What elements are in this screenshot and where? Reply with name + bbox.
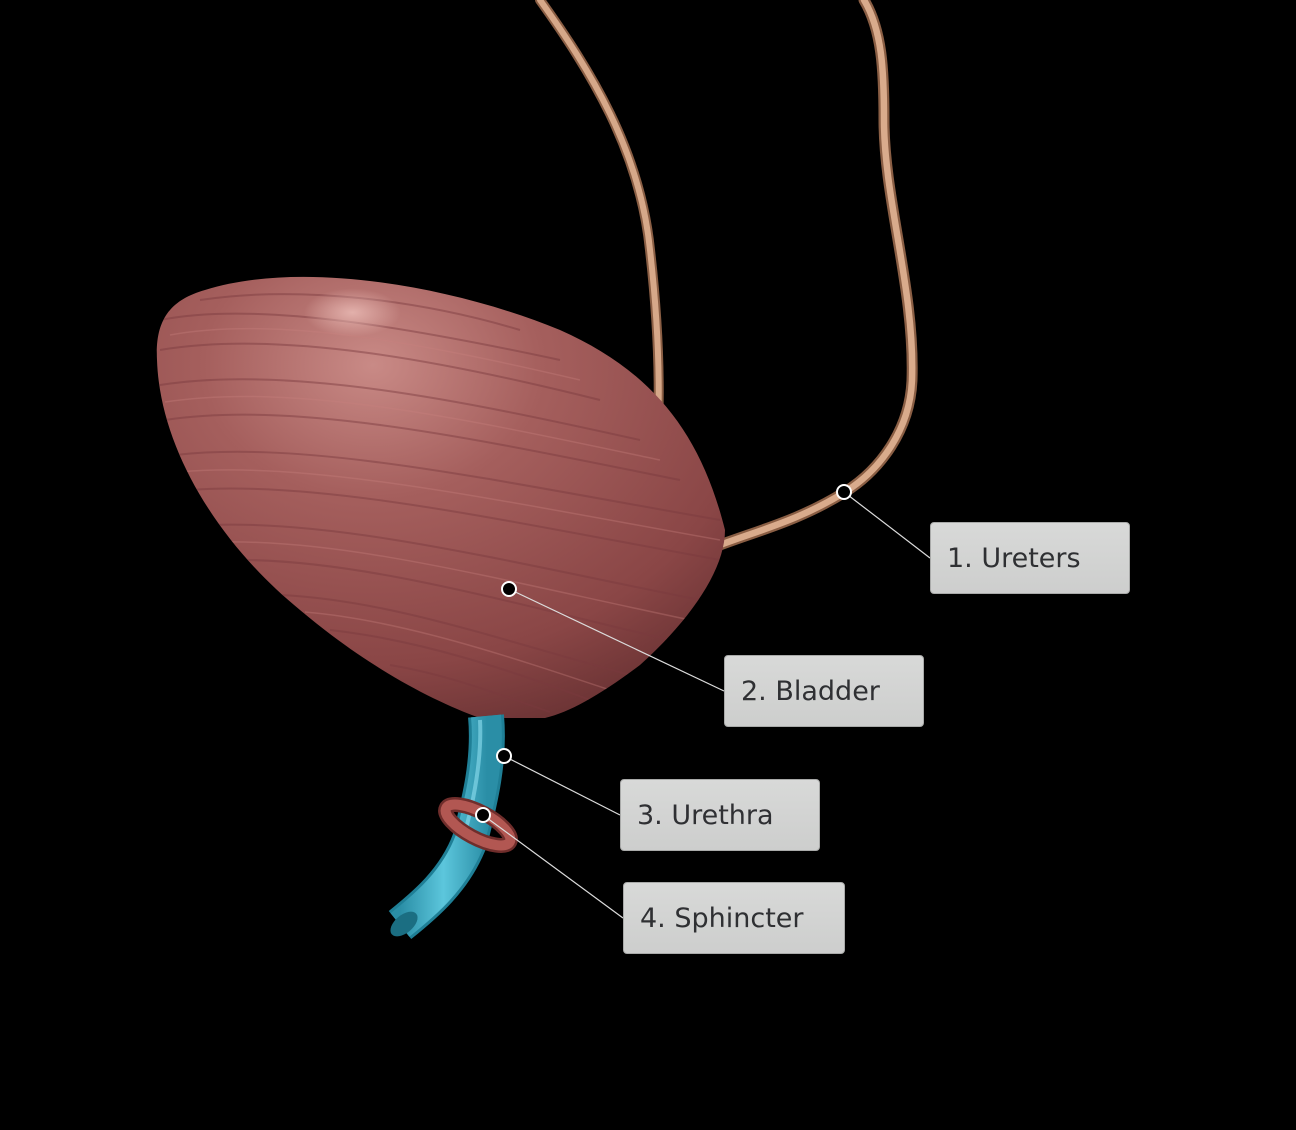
label-ureters[interactable]: 1. Ureters [930,522,1130,594]
leader-line-ureters [843,491,931,559]
leader-line-bladder [508,588,725,692]
leader-lines [482,491,931,919]
label-bladder[interactable]: 2. Bladder [724,655,924,727]
label-urethra[interactable]: 3. Urethra [620,779,820,851]
leader-line-sphincter [482,814,624,919]
pin-bladder [501,581,517,597]
pin-ureters [836,484,852,500]
leader-line-urethra [503,755,621,816]
label-sphincter[interactable]: 4. Sphincter [623,882,845,954]
pin-urethra [496,748,512,764]
pin-sphincter [475,807,491,823]
ureters-graphic [535,0,918,551]
pin-markers [475,484,852,823]
bladder-graphic [156,276,725,718]
